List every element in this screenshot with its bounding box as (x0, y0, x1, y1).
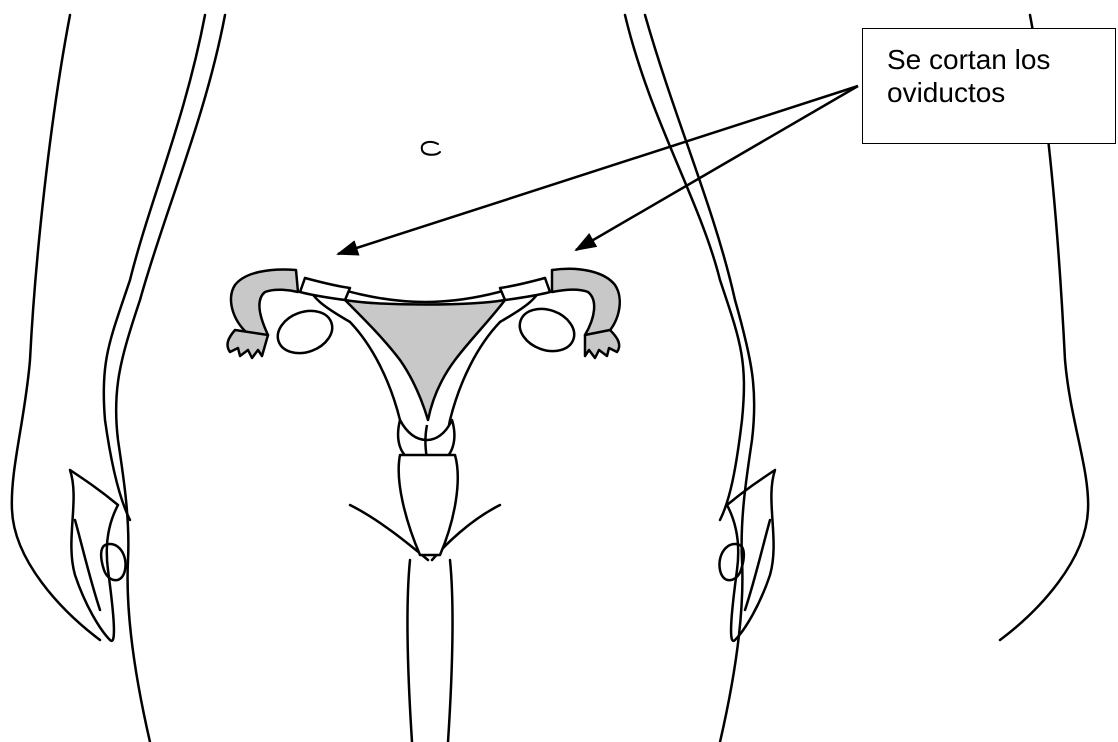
inner-thigh-right (448, 560, 453, 742)
inner-thigh-left (407, 560, 412, 742)
callout-label-box: Se cortan los oviductos (862, 28, 1116, 144)
callout-text-line-1: Se cortan los (887, 43, 1099, 76)
callout-text-line-2: oviductos (887, 76, 1099, 109)
left-oviduct-proximal (300, 278, 350, 300)
vagina (399, 455, 458, 555)
left-torso-outline (12, 15, 100, 640)
left-fimbriae (228, 330, 268, 358)
left-arm-outer-line (116, 15, 225, 742)
left-ovary (272, 304, 338, 361)
arrow-to-left-oviduct (338, 86, 858, 254)
right-thumb (719, 544, 743, 580)
left-finger-line (75, 520, 100, 610)
right-fimbriae (585, 330, 619, 358)
left-hand (70, 470, 118, 641)
right-hand (727, 470, 775, 641)
navel (422, 142, 440, 155)
right-oviduct-proximal (500, 278, 550, 300)
left-thumb (101, 544, 125, 580)
uterine-cavity (345, 300, 505, 420)
right-ovary (514, 302, 580, 359)
arrow-to-right-oviduct (576, 86, 858, 250)
callout-arrows (338, 86, 858, 254)
right-finger-line (745, 520, 770, 610)
reproductive-organs (228, 269, 620, 555)
